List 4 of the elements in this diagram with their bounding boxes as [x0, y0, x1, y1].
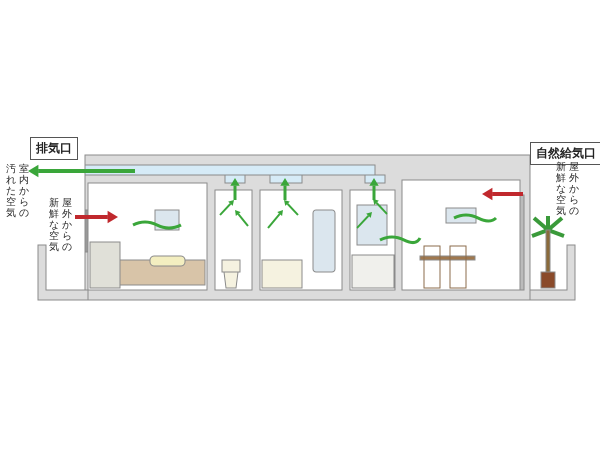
airflow-note: 屋外からの新鮮な空気: [49, 198, 72, 254]
vent-label: 排気口: [30, 137, 78, 160]
airflow-note: 室内からの汚れた空気: [6, 164, 29, 220]
airflow-note: 屋外からの新鮮な空気: [556, 162, 579, 218]
